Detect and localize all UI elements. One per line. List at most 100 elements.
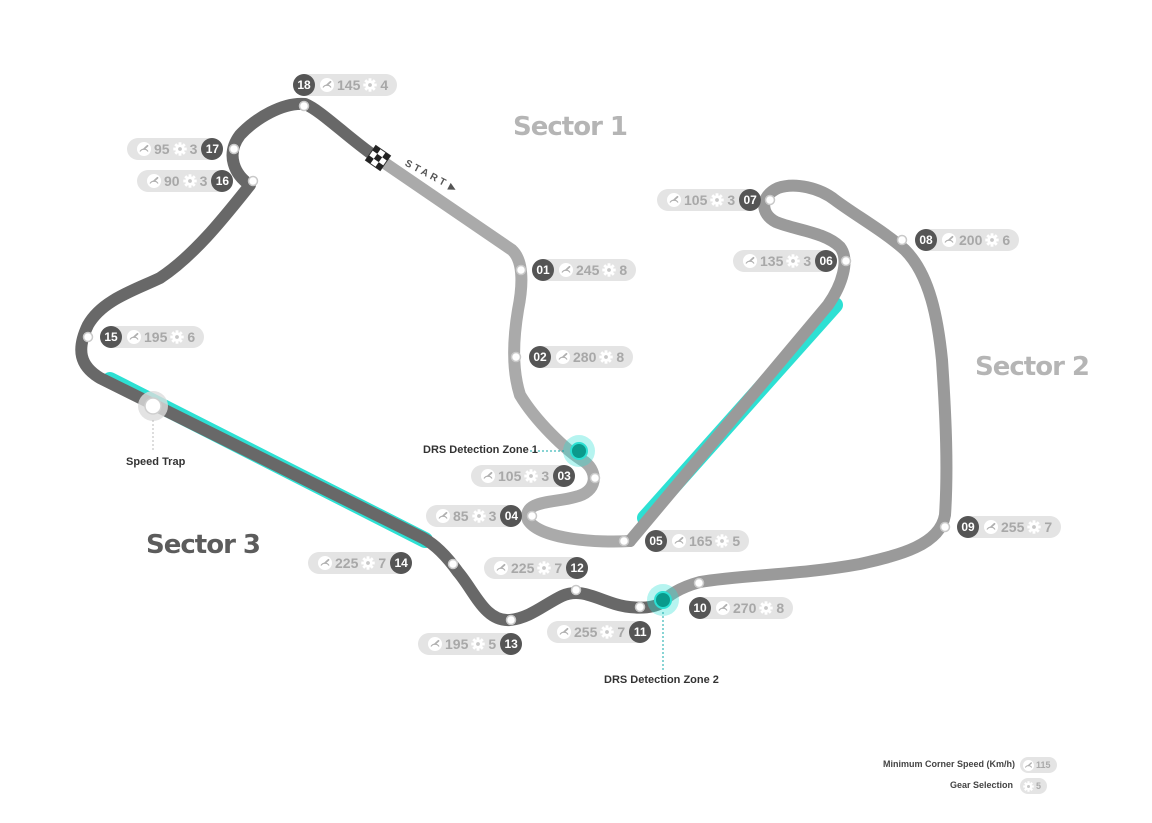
corner-number: 13 [500,633,523,655]
corner-speed: 225 [511,560,535,576]
corner-number: 06 [815,250,838,272]
gear-icon [985,233,999,247]
legend-speed-value: 115 [1036,760,1051,770]
corner-speed: 165 [689,533,713,549]
speedometer-icon [147,174,161,188]
corner-gear: 3 [803,253,812,269]
gear-icon [1023,781,1034,792]
corner-number: 11 [629,621,652,643]
corner-gear: 5 [488,636,497,652]
corner-number: 09 [957,516,979,538]
corner-09-info: 09 255 7 [957,516,1062,538]
corner-marker [505,614,517,626]
gear-icon [537,561,551,575]
gear-icon [602,263,616,277]
corner-15-info: 15 195 6 [100,326,205,348]
speedometer-icon [436,509,450,523]
speedometer-icon [481,469,495,483]
corner-speed: 95 [154,141,170,157]
corner-marker [526,510,538,522]
corner-number: 04 [500,505,523,527]
corner-speed: 105 [684,192,708,208]
corner-gear: 8 [616,349,625,365]
corner-gear: 6 [187,329,196,345]
track-sector-1 [367,149,636,548]
corner-gear: 3 [488,508,497,524]
corner-number: 01 [532,259,554,281]
corner-number: 16 [211,170,234,192]
gear-icon [715,534,729,548]
corner-marker [589,472,601,484]
corner-03-info: 105 3 03 [471,465,576,487]
corner-number: 18 [293,74,315,96]
corner-speed: 270 [733,600,757,616]
corner-gear: 3 [189,141,198,157]
corner-12-info: 225 7 12 [484,557,589,579]
sector-3-label: Sector 3 [146,530,261,560]
speedometer-icon [942,233,956,247]
gear-icon [600,625,614,639]
corner-17-info: 95 3 17 [127,138,224,160]
gear-icon [599,350,613,364]
corner-marker [570,584,582,596]
corner-marker [298,100,310,112]
speedometer-icon [667,193,681,207]
corner-number: 02 [529,346,551,368]
speedometer-icon [743,254,757,268]
corner-marker [247,175,259,187]
legend-gear-example: 5 [1020,778,1048,794]
speedometer-icon [318,556,332,570]
corner-speed: 255 [1001,519,1025,535]
speedometer-icon [557,625,571,639]
corner-marker [764,194,776,206]
corner-number: 03 [553,465,576,487]
track-sector-2 [624,179,953,609]
corner-gear: 3 [199,173,208,189]
speedometer-icon [320,78,334,92]
corner-number: 07 [739,189,762,211]
corner-18-info: 18 145 4 [293,74,398,96]
gear-icon [361,556,375,570]
sector-2-label: Sector 2 [975,352,1090,382]
gear-icon [759,601,773,615]
corner-marker [896,234,908,246]
gear-icon [363,78,377,92]
speedometer-icon [137,142,151,156]
corner-07-info: 105 3 07 [657,189,762,211]
corner-05-info: 05 165 5 [645,530,750,552]
gear-icon [183,174,197,188]
speedometer-icon [984,520,998,534]
speed-trap-marker [138,391,168,452]
corner-speed: 225 [335,555,359,571]
corner-16-info: 90 3 16 [137,170,234,192]
corner-gear: 4 [380,77,389,93]
corner-number: 14 [390,552,413,574]
corner-08-info: 08 200 6 [915,229,1020,251]
corner-13-info: 195 5 13 [418,633,523,655]
legend-gear-label: Gear Selection [950,780,1014,790]
corner-marker [82,331,94,343]
corner-marker [840,255,852,267]
corner-marker [228,143,240,155]
corner-marker [447,558,459,570]
corner-gear: 3 [727,192,736,208]
gear-icon [524,469,538,483]
speedometer-icon [672,534,686,548]
drs-detection-1 [530,435,595,467]
corner-gear: 6 [1002,232,1011,248]
drs-detection-2 [647,584,679,672]
corner-gear: 3 [541,468,550,484]
corner-marker [515,264,527,276]
drs-detection-zone-2-label: DRS Detection Zone 2 [604,674,719,686]
legend-speed-label: Minimum Corner Speed (Km/h) [883,759,1016,769]
corner-14-info: 225 7 14 [308,552,413,574]
corner-speed: 280 [573,349,597,365]
speedometer-icon [1023,760,1034,771]
legend-speed-example: 115 [1020,757,1057,773]
gear-icon [173,142,187,156]
speedometer-icon [556,350,570,364]
corner-gear: 7 [554,560,563,576]
corner-02-info: 02 280 8 [529,346,634,368]
speedometer-icon [127,330,141,344]
